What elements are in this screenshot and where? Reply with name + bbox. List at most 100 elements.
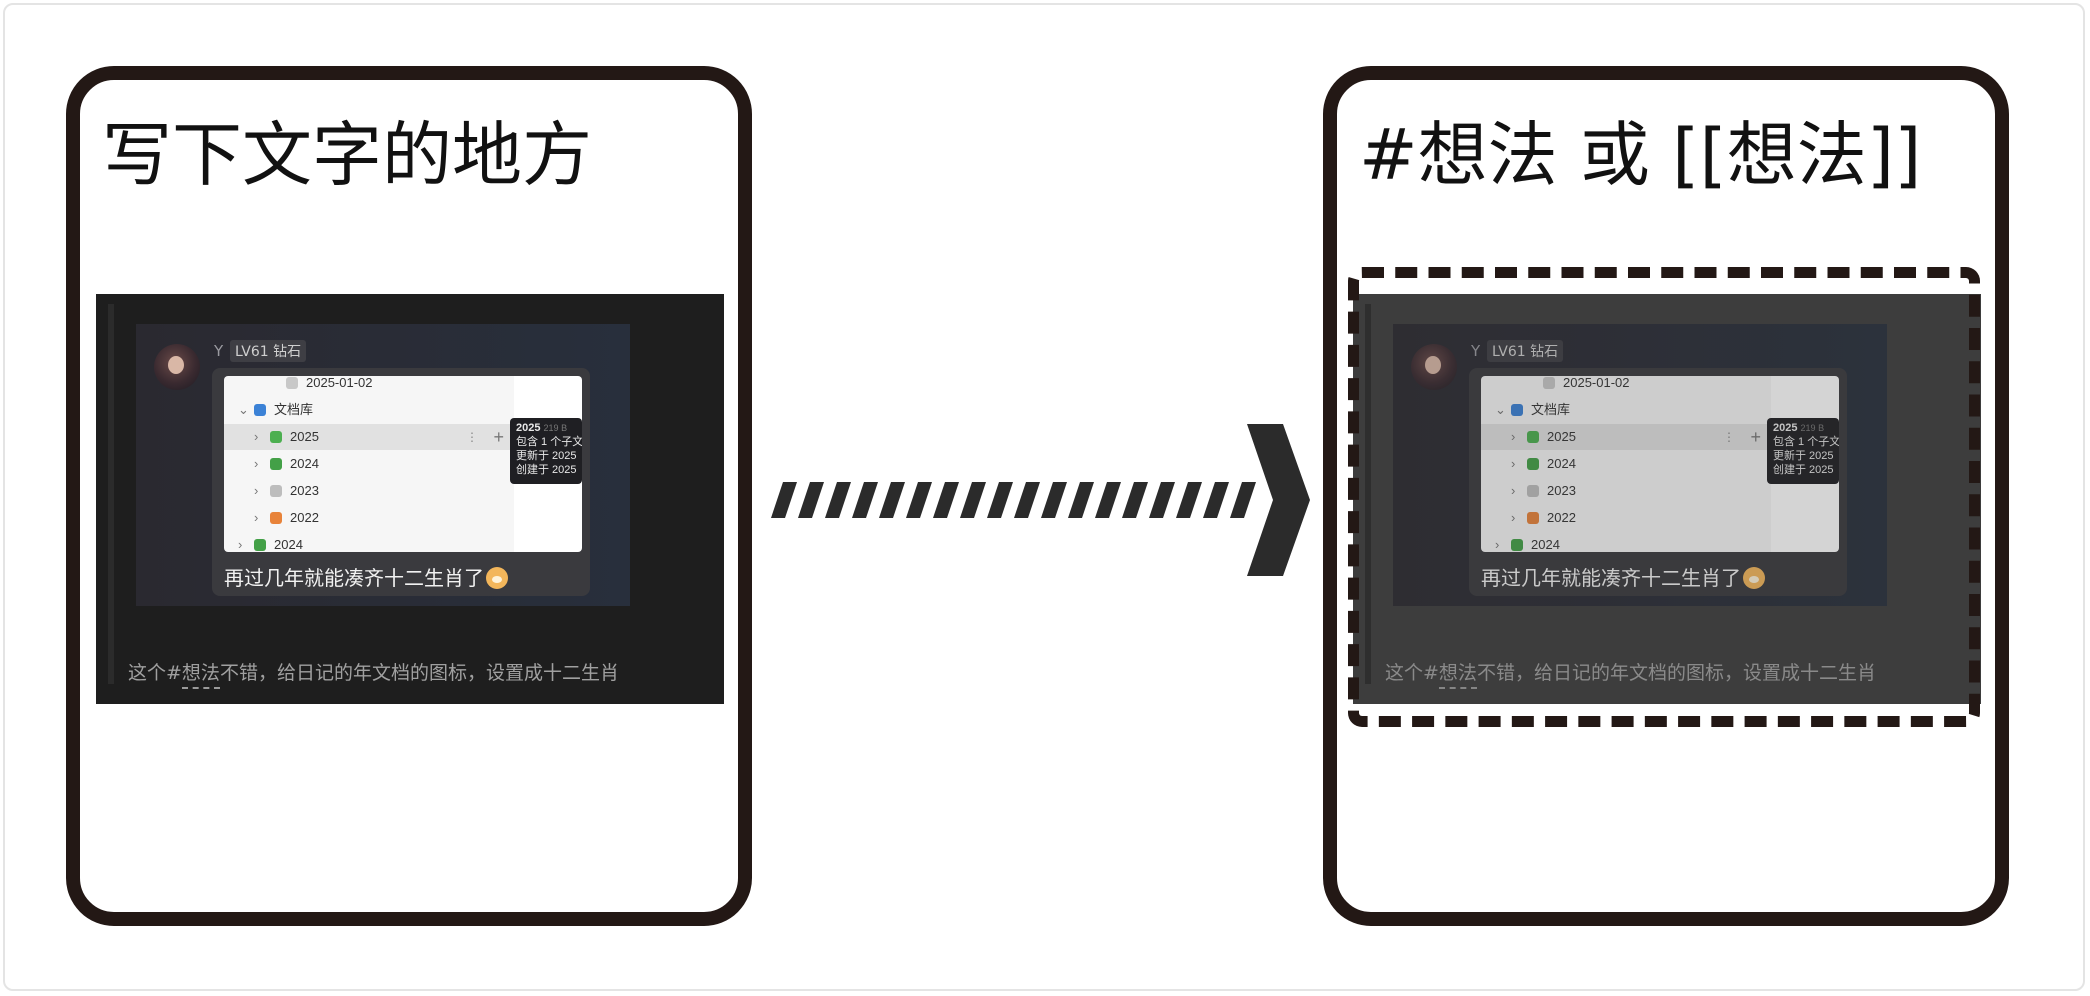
chevron-down-icon[interactable]: ⌄	[1495, 402, 1506, 417]
post-screenshot: Y LV61 钻石 2025-01-02⌄文档库›2025⋮+›2024›202…	[96, 294, 724, 704]
right-card-title: #想法 或 [[想法]]	[1359, 114, 1922, 196]
tree-row-label: 2025	[290, 429, 319, 444]
tooltip-line: 包含 1 个子文	[1773, 436, 1839, 448]
arrow-stripe	[1068, 482, 1094, 518]
tree-row[interactable]: ›2024	[224, 451, 514, 477]
editor-text[interactable]: 这个#想法不错，给日记的年文档的图标，设置成十二生肖	[1385, 658, 1876, 685]
arrow-stripe	[906, 482, 932, 518]
chevron-right-icon[interactable]: ›	[1511, 429, 1516, 444]
highlight-dashed-box	[1348, 267, 1980, 727]
tree-row-label: 2025-01-02	[1563, 376, 1630, 390]
screenshot-content: Y LV61 钻石 2025-01-02⌄文档库›2025⋮+›2024›202…	[1353, 294, 1981, 704]
tag-word[interactable]: 想法	[1438, 662, 1477, 684]
tooltip-line: 创建于 2025	[516, 464, 577, 476]
dragon-icon	[254, 539, 266, 551]
tree-row[interactable]: ›2022	[1481, 505, 1771, 531]
tree-row[interactable]: 2025-01-02	[1481, 376, 1771, 396]
tree-row-label: 2023	[1547, 483, 1576, 498]
tree-row-label: 2024	[1547, 456, 1576, 471]
avatar[interactable]	[1411, 344, 1457, 390]
chevron-right-icon[interactable]: ›	[254, 483, 259, 498]
caption-text: 再过几年就能凑齐十二生肖了	[1481, 566, 1741, 590]
tag-word[interactable]: 想法	[181, 662, 220, 684]
text-prefix: 这个#	[128, 662, 182, 684]
chevron-right-icon[interactable]: ›	[1495, 537, 1500, 552]
book-icon	[254, 404, 266, 416]
dog-emoji-icon	[486, 567, 508, 589]
username[interactable]: Y	[1471, 342, 1481, 360]
chevron-right-icon[interactable]: ›	[238, 537, 243, 552]
arrow-stripe	[1014, 482, 1040, 518]
arrow-stripe	[1122, 482, 1148, 518]
outer-frame	[3, 3, 2085, 991]
quote-bar	[108, 304, 114, 684]
arrow-stripes	[771, 482, 1256, 518]
arrow-stripe	[879, 482, 905, 518]
doc-tooltip: 2025 219 B 包含 1 个子文 更新于 2025 创建于 2025	[1767, 418, 1839, 484]
tree-row[interactable]: › 2024	[1481, 532, 1771, 552]
more-icon[interactable]: ⋮	[466, 430, 478, 444]
doc-tooltip: 2025 219 B 包含 1 个子文 更新于 2025 创建于 2025	[510, 418, 582, 484]
chevron-right-icon[interactable]: ›	[1511, 510, 1516, 525]
tooltip-size: 219 B	[543, 423, 568, 433]
snake-icon	[270, 431, 282, 443]
arrow-stripe	[933, 482, 959, 518]
chevron-down-icon[interactable]: ⌄	[238, 402, 249, 417]
right-card: #想法 或 [[想法]] Y LV61 钻石 2025-01-02⌄文档库›20…	[1323, 66, 2009, 926]
caption-text: 再过几年就能凑齐十二生肖了	[224, 566, 484, 590]
chevron-right-icon[interactable]: ›	[254, 456, 259, 471]
tree-row[interactable]: › 2022	[224, 505, 514, 531]
rabbit-icon	[1527, 485, 1539, 497]
avatar[interactable]	[154, 344, 200, 390]
tooltip-line: 包含 1 个子文	[516, 436, 582, 448]
doc-icon	[1543, 377, 1555, 389]
tree-row-label: 2024	[1531, 537, 1560, 552]
left-card-title: 写下文字的地方	[102, 114, 592, 196]
tree-row[interactable]: ›2025⋮+	[1481, 424, 1771, 450]
dragon-icon	[1527, 458, 1539, 470]
editor-text[interactable]: 这个#想法不错，给日记的年文档的图标，设置成十二生肖	[128, 658, 619, 685]
arrow-stripe	[1230, 482, 1256, 518]
chevron-right-icon[interactable]: ›	[254, 510, 259, 525]
tooltip-title-line: 2025 219 B	[516, 421, 582, 435]
text-suffix: 不错，给日记的年文档的图标，设置成十二生肖	[219, 662, 619, 684]
plus-icon[interactable]: +	[493, 427, 504, 447]
tree-row-label: 2022	[290, 510, 319, 525]
text-suffix: 不错，给日记的年文档的图标，设置成十二生肖	[1476, 662, 1876, 684]
reply-bubble: 2025-01-02⌄文档库›2025⋮+›2024›2023›2022›202…	[212, 368, 590, 596]
post-caption: 再过几年就能凑齐十二生肖了	[1481, 562, 1765, 591]
level-badge: LV61 钻石	[230, 340, 307, 362]
tooltip-line: 更新于 2025	[1773, 450, 1834, 462]
left-card: 写下文字的地方 Y LV61 钻石 2025-01-02⌄文档库›2025⋮+›…	[66, 66, 752, 926]
tiger-icon	[270, 512, 282, 524]
post-card: Y LV61 钻石 2025-01-02⌄文档库›2025⋮+›2024›202…	[136, 324, 630, 606]
doc-tree-panel: 2025-01-02⌄文档库›2025⋮+›2024›2023›2022›202…	[1481, 376, 1771, 552]
screenshot-content: Y LV61 钻石 2025-01-02⌄文档库›2025⋮+›2024›202…	[96, 294, 724, 704]
chevron-right-icon[interactable]: ›	[254, 429, 259, 444]
more-icon[interactable]: ⋮	[1723, 430, 1735, 444]
tree-row-label: 2025-01-02	[306, 376, 373, 390]
tooltip-title: 2025	[516, 422, 541, 434]
username[interactable]: Y	[214, 342, 224, 360]
chevron-right-icon[interactable]: ›	[1511, 456, 1516, 471]
book-icon	[1511, 404, 1523, 416]
tree-row[interactable]: ⌄文档库	[224, 397, 514, 423]
tree-row-label: 文档库	[1531, 402, 1571, 417]
arrow-stripe	[771, 482, 797, 518]
dog-emoji-icon	[1743, 567, 1765, 589]
dragon-icon	[270, 458, 282, 470]
tooltip-title: 2025	[1773, 422, 1798, 434]
tree-row[interactable]: › 2025 ⋮ +	[224, 424, 514, 450]
arrow-stripe	[1041, 482, 1067, 518]
tree-row[interactable]: › 2024	[1481, 451, 1771, 477]
arrow-stripe	[798, 482, 824, 518]
tree-row[interactable]: ⌄ 文档库	[1481, 397, 1771, 423]
tree-row[interactable]: › 2023	[1481, 478, 1771, 504]
chevron-right-icon[interactable]: ›	[1511, 483, 1516, 498]
plus-icon[interactable]: +	[1750, 427, 1761, 447]
tree-row[interactable]: 2025-01-02	[224, 376, 514, 396]
tree-row[interactable]: ›2024	[224, 532, 514, 552]
tree-row[interactable]: ›2023	[224, 478, 514, 504]
level-badge: LV61 钻石	[1487, 340, 1564, 362]
rabbit-icon	[270, 485, 282, 497]
